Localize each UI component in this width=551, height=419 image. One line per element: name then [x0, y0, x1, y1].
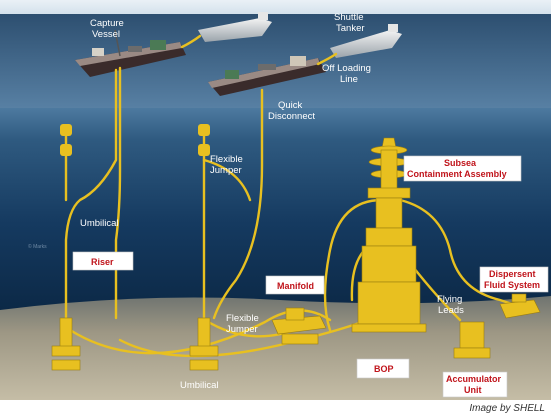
flexible-jumper-bottom-label-line1: Flexible	[226, 313, 259, 324]
containment-assembly	[351, 137, 427, 333]
bop-box: BOP	[356, 358, 410, 379]
offloading-label-line1: Off Loading	[322, 63, 371, 74]
umbilical-top-label: Umbilical	[80, 218, 119, 229]
shuttle-tanker-label-line2: Tanker	[336, 23, 365, 34]
well-equipment-left	[51, 317, 81, 371]
manifold-box: Manifold	[265, 275, 325, 295]
white-labels: Capture Vessel Shuttle Tanker Off Loadin…	[28, 12, 464, 391]
accumulator-label-line1: Accumulator	[446, 374, 502, 384]
capture-vessel	[75, 29, 186, 77]
subsea-containment-label-line2: Containment Assembly	[407, 169, 507, 179]
dispersant-label-line2: Fluid System	[484, 280, 540, 290]
dispersant-label-line1: Dispersent	[489, 269, 536, 279]
manifold-label: Manifold	[277, 281, 314, 291]
subsea-containment-box: Subsea Containment Assembly	[403, 155, 522, 182]
flexible-jumper-bottom-label-line2: Jumper	[226, 324, 258, 335]
accumulator-box: Accumulator Unit	[442, 371, 508, 398]
quick-disconnect-label-line2: Disconnect	[268, 111, 315, 122]
pipelines	[64, 34, 517, 358]
dispersant-fluid-system	[499, 293, 541, 319]
buoyancy-floats	[60, 124, 210, 156]
red-label-boxes: Subsea Containment Assembly Riser Manifo…	[72, 155, 549, 398]
subsea-containment-label-line1: Subsea	[444, 158, 477, 168]
flying-leads-label-line2: Leads	[438, 305, 464, 316]
riser-label: Riser	[91, 257, 114, 267]
flexible-jumper-top-label-line2: Jumper	[210, 165, 242, 176]
watermark: © Marks	[28, 243, 47, 250]
well-equipment-middle	[189, 317, 219, 371]
capture-vessel-label-line2: Vessel	[92, 29, 120, 40]
umbilical-bottom-label: Umbilical	[180, 380, 219, 391]
accumulator-unit	[453, 321, 491, 359]
flying-leads-label-line1: Flying	[437, 294, 462, 305]
bop-label: BOP	[374, 364, 394, 374]
quick-disconnect-label-line1: Quick	[278, 100, 303, 111]
accumulator-label-line2: Unit	[464, 385, 482, 395]
shuttle-tanker	[198, 12, 402, 58]
capture-vessel-2	[208, 56, 326, 96]
flexible-jumper-top-label-line1: Flexible	[210, 154, 243, 165]
shuttle-tanker-label-line1: Shuttle	[334, 12, 364, 23]
image-credit: Image by SHELL	[469, 403, 545, 414]
capture-vessel-label-line1: Capture	[90, 18, 124, 29]
dispersant-box: Dispersent Fluid System	[479, 266, 549, 293]
manifold	[271, 307, 327, 345]
offloading-label-line2: Line	[340, 74, 358, 85]
riser-box: Riser	[72, 251, 134, 271]
